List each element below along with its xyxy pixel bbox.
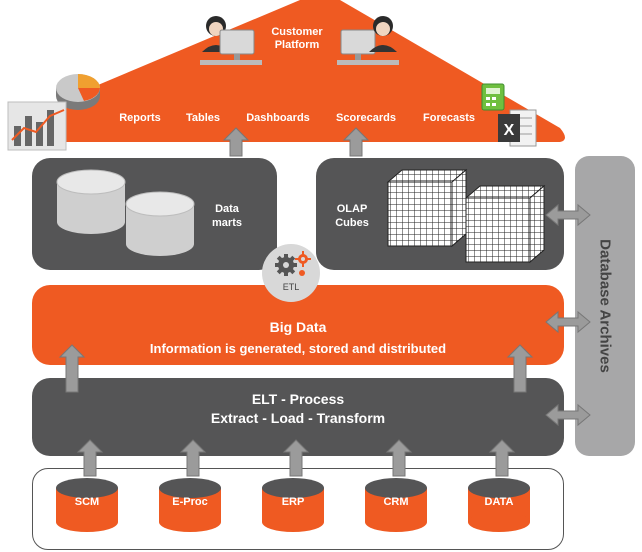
arrow-up-icon (58, 344, 86, 393)
etl-label: ETL (282, 282, 300, 292)
source-db-icon (159, 478, 221, 532)
arrow-up-icon (385, 439, 413, 477)
arrow-up-icon (222, 127, 250, 157)
database-cylinder-icon (125, 191, 195, 256)
user-desk-icon (200, 16, 262, 65)
olap-cubes-label: OLAP Cubes (335, 203, 369, 229)
source-scm[interactable]: SCM (74, 496, 100, 508)
arrow-up-icon (342, 127, 370, 157)
bar-chart-icon (7, 101, 67, 151)
forecasts-item[interactable]: Forecasts (423, 112, 475, 124)
arrow-up-icon (179, 439, 207, 477)
source-e-proc[interactable]: E-Proc (172, 496, 208, 508)
big-data-title: Big Data (269, 319, 327, 335)
source-db-icon (365, 478, 427, 532)
source-db-icon (56, 478, 118, 532)
bidirectional-arrow-icon (545, 403, 591, 427)
user-desk-icon (337, 16, 399, 65)
arrow-up-icon (488, 439, 516, 477)
elt-title: ELT - Process (251, 391, 345, 407)
source-crm[interactable]: CRM (383, 496, 409, 508)
bidirectional-arrow-icon (545, 310, 591, 334)
pie-chart-icon (56, 74, 100, 110)
arrow-up-icon (506, 344, 534, 393)
scorecards-item[interactable]: Scorecards (336, 112, 396, 124)
calculator-icon (481, 83, 505, 111)
dashboards-item[interactable]: Dashboards (246, 112, 310, 124)
source-db-icon (468, 478, 530, 532)
arrow-up-icon (282, 439, 310, 477)
elt-subtitle: Extract - Load - Transform (210, 410, 386, 426)
database-archives-panel (575, 156, 635, 456)
etl-badge (262, 244, 320, 302)
source-db-icon (262, 478, 324, 532)
excel-icon: X (498, 109, 537, 147)
customer-platform-label: Customer Platform (271, 26, 323, 51)
database-cylinder-icon (56, 169, 126, 234)
tables-item[interactable]: Tables (185, 112, 221, 124)
source-erp[interactable]: ERP (281, 496, 305, 508)
svg-text:X: X (504, 122, 515, 139)
source-data[interactable]: DATA (484, 496, 514, 508)
reports-item[interactable]: Reports (119, 112, 161, 124)
olap-cube-icon (386, 168, 468, 248)
data-marts-label: Data marts (212, 203, 242, 229)
big-data-subtitle: Information is generated, stored and dis… (149, 341, 447, 356)
gear-icon (275, 251, 311, 276)
bidirectional-arrow-icon (545, 203, 591, 227)
arrow-up-icon (76, 439, 104, 477)
olap-cube-icon (464, 184, 546, 264)
